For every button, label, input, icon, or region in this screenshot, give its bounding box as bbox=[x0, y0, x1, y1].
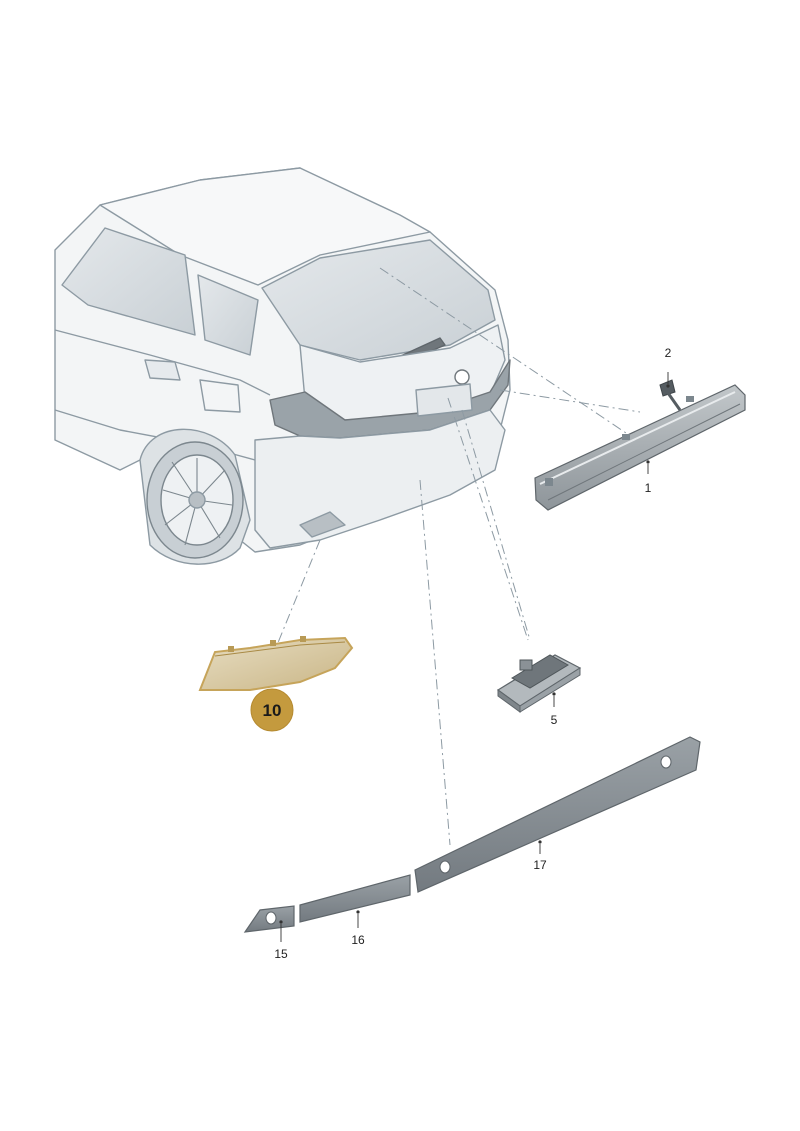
part-15-end-cap[interactable] bbox=[243, 905, 295, 933]
part-10-label: 10 bbox=[263, 701, 282, 720]
vehicle-illustration bbox=[54, 167, 511, 565]
part-16-trim-strip[interactable] bbox=[299, 874, 411, 923]
label-dots bbox=[279, 384, 670, 924]
label-ticks bbox=[280, 372, 669, 942]
part-1-brake-light[interactable] bbox=[534, 384, 746, 511]
part-5-license-light[interactable] bbox=[496, 654, 582, 713]
part-5-label: 5 bbox=[551, 713, 558, 727]
part-1-label: 1 bbox=[645, 481, 652, 495]
part-16-label: 16 bbox=[351, 933, 365, 947]
part-10-badge[interactable]: 10 bbox=[250, 688, 294, 732]
part-2-label: 2 bbox=[665, 346, 672, 360]
part-17-label: 17 bbox=[533, 858, 547, 872]
part-17-trim-strip[interactable] bbox=[414, 736, 701, 893]
part-10-reflector[interactable] bbox=[198, 636, 354, 691]
leader-lines bbox=[274, 267, 641, 846]
part-2-screw[interactable] bbox=[659, 379, 682, 411]
part-15-label: 15 bbox=[274, 947, 288, 961]
